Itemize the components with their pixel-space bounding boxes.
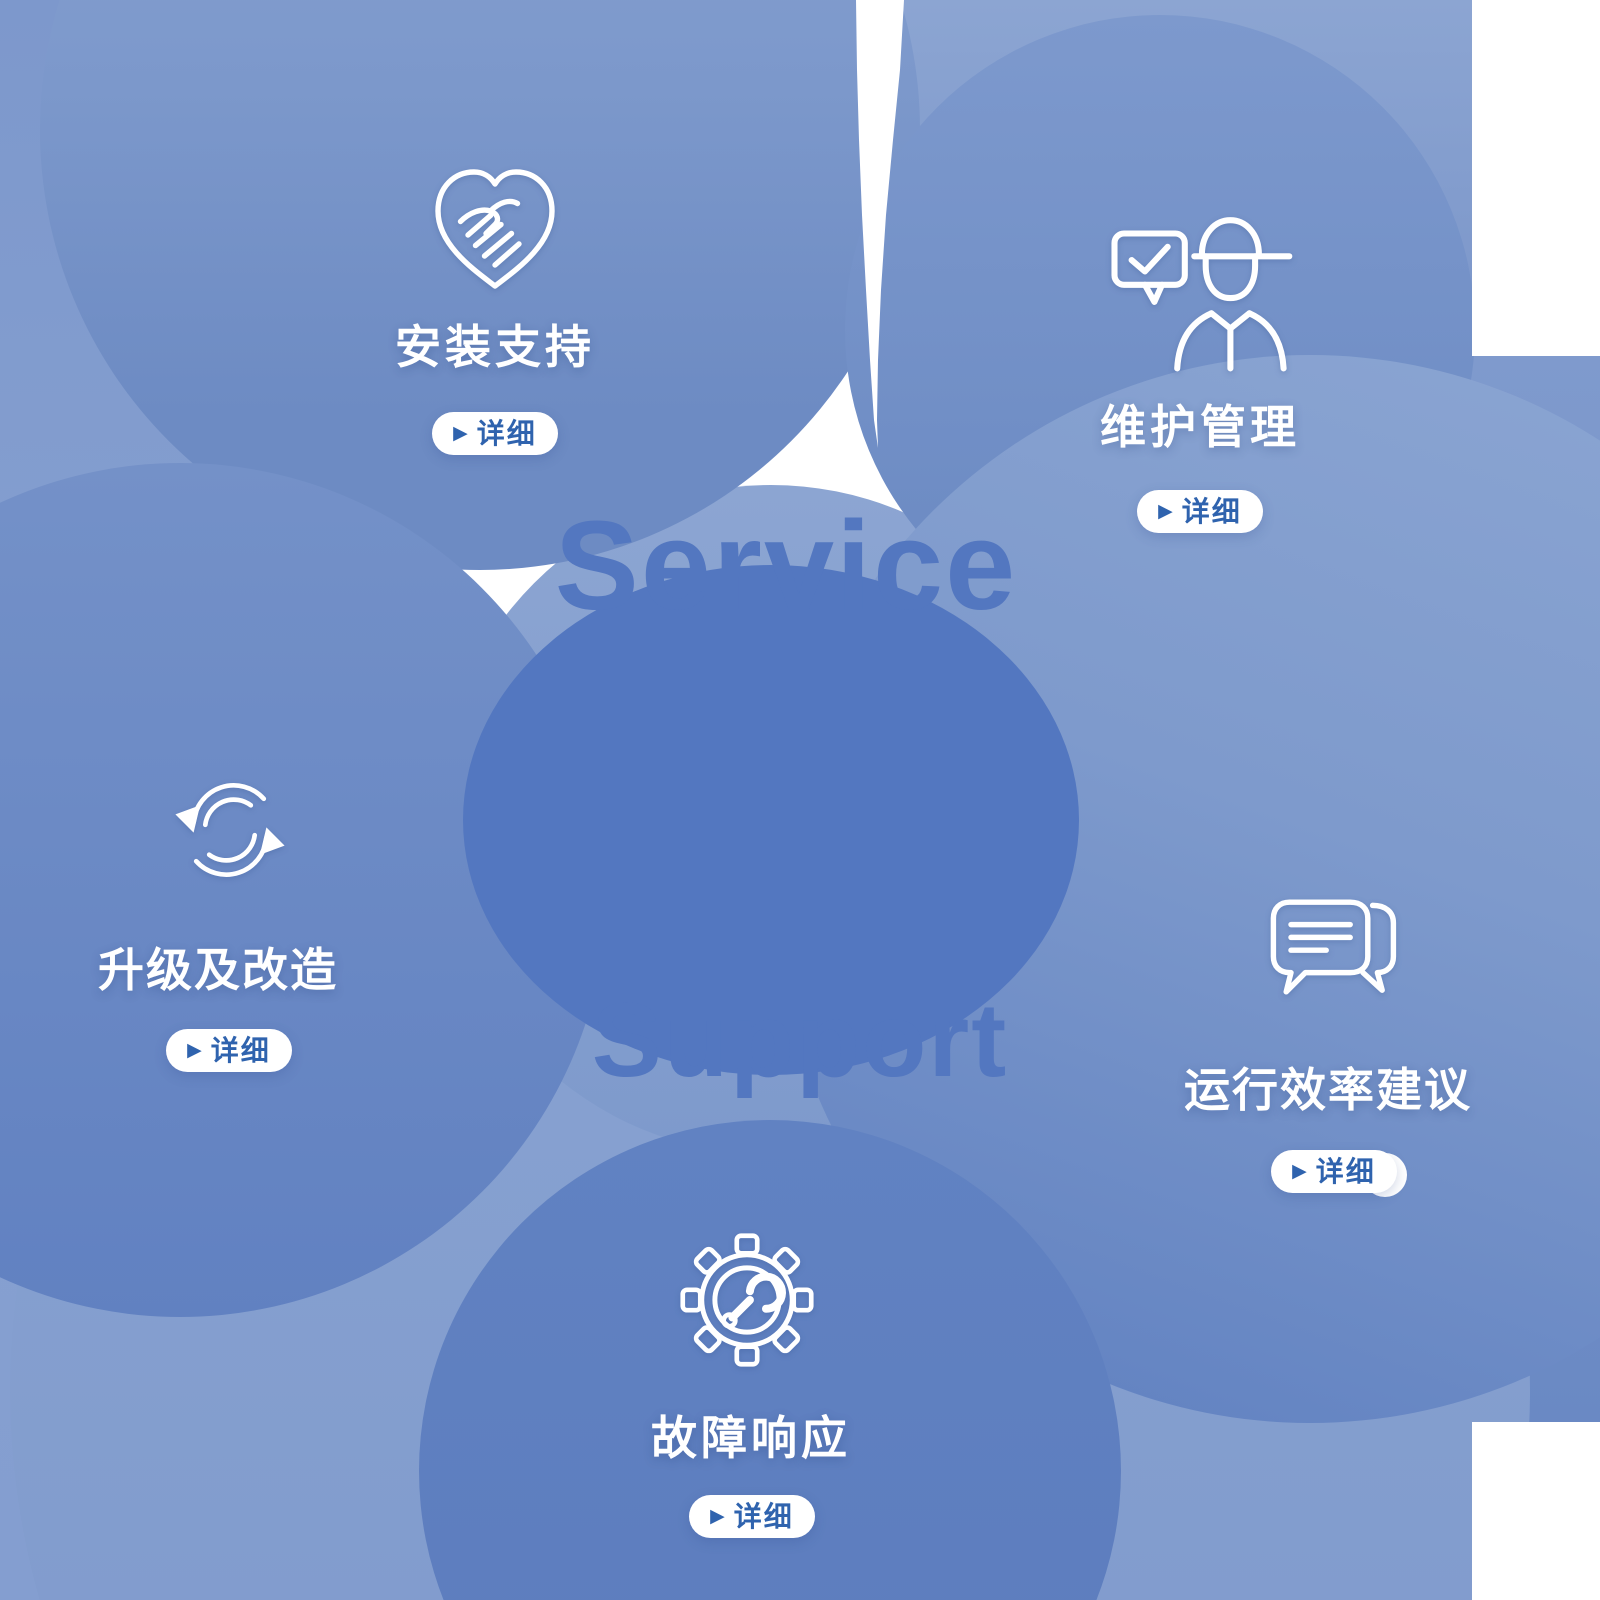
white-band-bottom-right (1472, 1422, 1600, 1600)
detail-button-label: 详细 (1315, 1155, 1376, 1187)
node-label-upgrade: 升级及改造 (98, 944, 338, 996)
center-watermark-top: Service (554, 495, 1018, 636)
heart-handshake-icon (420, 157, 570, 298)
detail-button-label: 详细 (1181, 495, 1242, 527)
detail-button-maintain[interactable]: ▶ 详细 (1137, 490, 1263, 533)
chat-bubbles-icon (1251, 883, 1411, 1011)
engineer-check-icon (1105, 205, 1295, 395)
play-triangle-icon: ▶ (1292, 1161, 1307, 1182)
center-circle (463, 565, 1079, 1075)
node-label-install: 安装支持 (395, 321, 595, 373)
node-label-efficiency: 运行效率建议 (1184, 1064, 1472, 1116)
gear-wrench-icon (674, 1227, 820, 1373)
center-watermark-bottom: Support (591, 982, 1009, 1099)
white-band-top-right (1472, 0, 1600, 356)
play-triangle-icon: ▶ (1158, 501, 1173, 522)
detail-button-upgrade[interactable]: ▶ 详细 (166, 1029, 292, 1072)
detail-button-fault[interactable]: ▶ 详细 (689, 1495, 815, 1538)
node-label-maintain: 维护管理 (1100, 401, 1300, 453)
detail-button-efficiency[interactable]: ▶ 详细 (1271, 1150, 1397, 1193)
detail-button-label: 详细 (476, 417, 537, 449)
detail-button-label: 详细 (210, 1034, 271, 1066)
cycle-arrows-icon (165, 765, 295, 895)
detail-button-install[interactable]: ▶ 详细 (432, 412, 558, 455)
node-label-fault: 故障响应 (651, 1412, 851, 1464)
play-triangle-icon: ▶ (710, 1506, 725, 1527)
detail-button-label: 详细 (733, 1500, 794, 1532)
play-triangle-icon: ▶ (453, 423, 468, 444)
play-triangle-icon: ▶ (187, 1040, 202, 1061)
